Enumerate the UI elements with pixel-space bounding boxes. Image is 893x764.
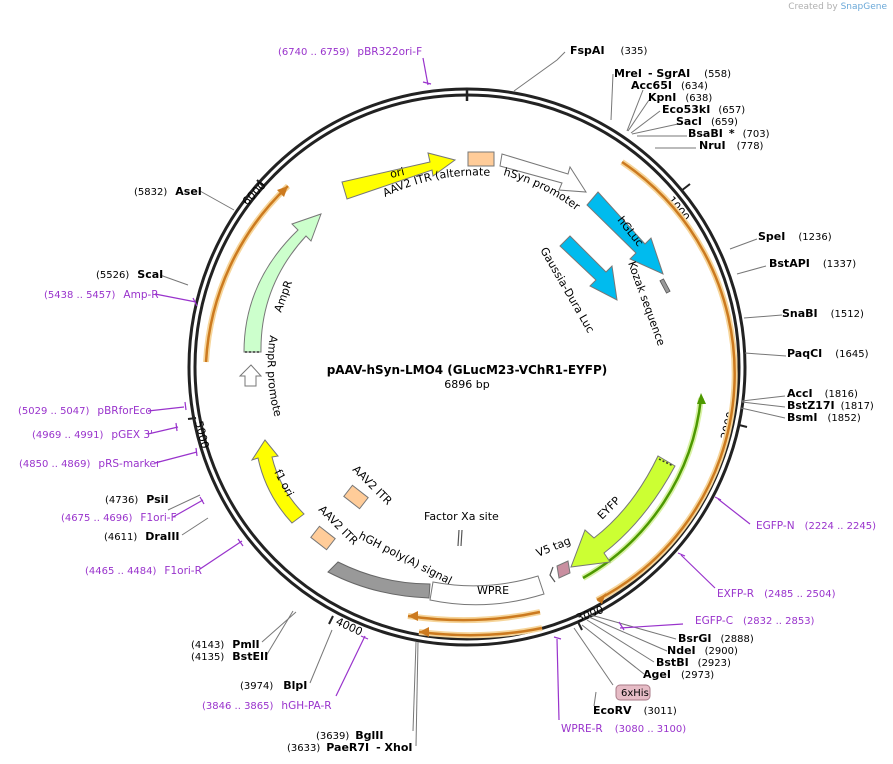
site-acc65i[interactable]: Acc65I(634) bbox=[631, 79, 708, 92]
snapgene-credit: Created by SnapGene bbox=[788, 2, 887, 12]
ampr-promoter-label: AmpR promoter bbox=[0, 0, 284, 418]
his-tag-box bbox=[615, 684, 651, 701]
primer-leaders bbox=[147, 57, 751, 721]
primer-prs-marker[interactable]: (4850 .. 4869)pRS-marker bbox=[19, 458, 161, 470]
site-bglii[interactable]: (3639)BglII bbox=[316, 729, 383, 742]
site-nrui[interactable]: NruI(778) bbox=[699, 139, 764, 152]
factor-xa-line bbox=[457, 529, 460, 547]
ampr-promoter-feature bbox=[238, 364, 263, 387]
primer-labels: (6740 .. 6759)pBR322ori-F (5438 .. 5457)… bbox=[18, 46, 876, 735]
ori-label: ori bbox=[389, 165, 406, 181]
hgh-polya-feature bbox=[327, 561, 431, 599]
site-bsabi[interactable]: BsaBI*(703) bbox=[688, 127, 770, 140]
eyfp-feature bbox=[570, 455, 676, 568]
primer-exfp-r[interactable]: EXFP-R(2485 .. 2504) bbox=[717, 588, 836, 600]
tick-label-5000: 5000 bbox=[192, 420, 211, 450]
site-ecorv[interactable]: EcoRV(3011) bbox=[593, 704, 677, 717]
primer-f1ori-r[interactable]: (4465 .. 4484)F1ori-R bbox=[85, 565, 202, 577]
site-ndei[interactable]: NdeI(2900) bbox=[667, 644, 738, 657]
primer-pbr322ori[interactable]: (6740 .. 6759)pBR322ori-F bbox=[278, 46, 422, 58]
ori-feature bbox=[341, 152, 457, 200]
ampr-feature bbox=[243, 213, 322, 353]
factor-xa-marker bbox=[549, 566, 556, 583]
tick-label-6000: 6000 bbox=[240, 179, 269, 208]
hgluc-feature bbox=[586, 191, 664, 275]
site-blpi[interactable]: (3974)BlpI bbox=[240, 679, 307, 692]
primer-egfp-n[interactable]: EGFP-N(2224 .. 2245) bbox=[756, 520, 876, 532]
site-kpni[interactable]: KpnI(638) bbox=[648, 91, 712, 104]
gaussia-luc-feature bbox=[559, 235, 618, 301]
site-spei[interactable]: SpeI(1236) bbox=[758, 230, 832, 243]
his-tag-label: 6xHis bbox=[621, 688, 649, 699]
factor-xa-label: Factor Xa site bbox=[424, 510, 499, 523]
hsyn-promoter-feature bbox=[499, 153, 587, 193]
primer-wpre-r[interactable]: WPRE-R(3080 .. 3100) bbox=[561, 723, 686, 735]
site-asei[interactable]: (5832)AseI bbox=[134, 185, 202, 198]
site-eco53ki[interactable]: Eco53kI(657) bbox=[662, 103, 745, 116]
snapgene-logo-text: SnapGene bbox=[840, 2, 887, 12]
aav2-itr-feature-1 bbox=[343, 484, 369, 510]
credit-prefix: Created by bbox=[788, 2, 838, 12]
site-bstapi[interactable]: BstAPI(1337) bbox=[769, 257, 856, 270]
site-pmli[interactable]: (4143)PmlI bbox=[191, 638, 260, 651]
primer-pgex3[interactable]: (4969 .. 4991)pGEX 3' bbox=[32, 429, 153, 441]
site-bsteii[interactable]: (4135)BstEII bbox=[191, 650, 268, 663]
wpre-feature bbox=[429, 575, 545, 606]
plasmid-length: 6896 bp bbox=[444, 378, 489, 391]
kozak-marker bbox=[659, 278, 671, 294]
orange-tracks bbox=[203, 159, 738, 639]
v5-tag-label: V5 tag bbox=[534, 534, 572, 560]
site-paer7i[interactable]: (3633)PaeR7I- XhoI bbox=[287, 741, 413, 754]
primer-f1ori-f[interactable]: (4675 .. 4696)F1ori-F bbox=[61, 512, 177, 524]
v5-tag-feature bbox=[556, 560, 571, 579]
site-bstz17i[interactable]: BstZ17I(1817) bbox=[787, 399, 874, 412]
site-psii[interactable]: (4736)PsiI bbox=[105, 493, 169, 506]
site-bsmi[interactable]: BsmI(1852) bbox=[787, 411, 861, 424]
site-acci[interactable]: AccI(1816) bbox=[787, 387, 858, 400]
site-agei[interactable]: AgeI(2973) bbox=[643, 668, 714, 681]
site-bsrgi[interactable]: BsrGI(2888) bbox=[678, 632, 754, 645]
site-saci[interactable]: SacI(659) bbox=[676, 115, 738, 128]
wpre-label: WPRE bbox=[477, 584, 509, 597]
site-snabi[interactable]: SnaBI(1512) bbox=[782, 307, 864, 320]
aav2-itr-alt-feature bbox=[467, 151, 495, 167]
site-bstbi[interactable]: BstBI(2923) bbox=[656, 656, 731, 669]
f1-ori-feature bbox=[250, 439, 305, 524]
plasmid-name: pAAV-hSyn-LMO4 (GLucM23-VChR1-EYFP) bbox=[327, 363, 608, 377]
site-scai[interactable]: (5526)ScaI bbox=[96, 268, 163, 281]
ampr-label: AmpR bbox=[272, 278, 296, 314]
aav2-itr-feature-2 bbox=[310, 525, 336, 551]
site-fspai[interactable]: FspAI(335) bbox=[570, 44, 648, 57]
site-draiii[interactable]: (4611)DraIII bbox=[104, 530, 180, 543]
site-labels: FspAI(335) MreI- SgrAI(558) Acc65I(634) … bbox=[96, 44, 874, 754]
primer-hgh-pa-r[interactable]: (3846 .. 3865)hGH-PA-R bbox=[202, 700, 332, 712]
primer-egfp-c[interactable]: EGFP-C(2832 .. 2853) bbox=[695, 615, 815, 627]
primer-ampr[interactable]: (5438 .. 5457)Amp-R bbox=[44, 289, 159, 301]
primer-pbrforeco[interactable]: (5029 .. 5047)pBRforEco bbox=[18, 405, 152, 417]
site-mrei[interactable]: MreI- SgrAI(558) bbox=[614, 67, 731, 80]
site-paqci[interactable]: PaqCI(1645) bbox=[787, 347, 869, 360]
site-leaders bbox=[159, 51, 787, 747]
